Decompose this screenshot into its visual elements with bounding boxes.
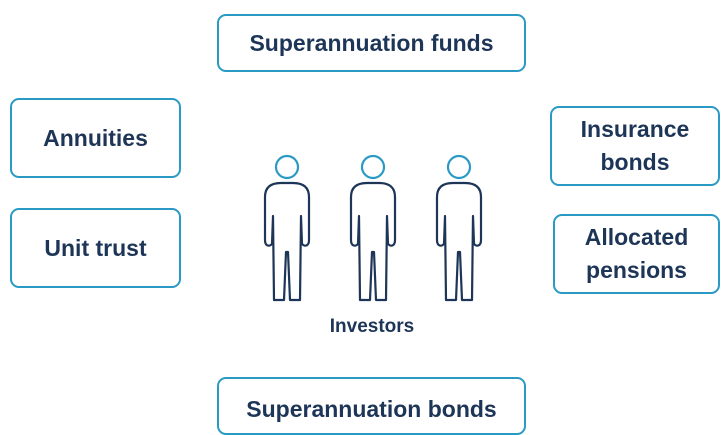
insurance-bonds-box: Insurance bonds [550, 106, 720, 186]
unit-trust-box: Unit trust [10, 208, 181, 288]
superannuation-bonds-box: Superannuation bonds [217, 377, 526, 435]
superannuation-funds-label: Superannuation funds [249, 29, 494, 56]
person-icon [349, 154, 397, 302]
unit-trust-label: Unit trust [44, 234, 147, 261]
investors-label: Investors [329, 316, 415, 337]
insurance-bonds-label-line2: bonds [600, 149, 670, 175]
allocated-pensions-box: Allocated pensions [553, 214, 720, 294]
person-icon [435, 154, 483, 302]
superannuation-bonds-label: Superannuation bonds [246, 396, 497, 422]
superannuation-funds-box: Superannuation funds [217, 14, 526, 72]
investors-figure [263, 154, 483, 302]
allocated-pensions-label-line2: pensions [586, 257, 687, 283]
annuities-box: Annuities [10, 98, 181, 178]
annuities-label: Annuities [43, 124, 148, 151]
allocated-pensions-label-line1: Allocated [584, 224, 689, 250]
insurance-bonds-label-line1: Insurance [580, 116, 690, 142]
person-icon [263, 154, 311, 302]
